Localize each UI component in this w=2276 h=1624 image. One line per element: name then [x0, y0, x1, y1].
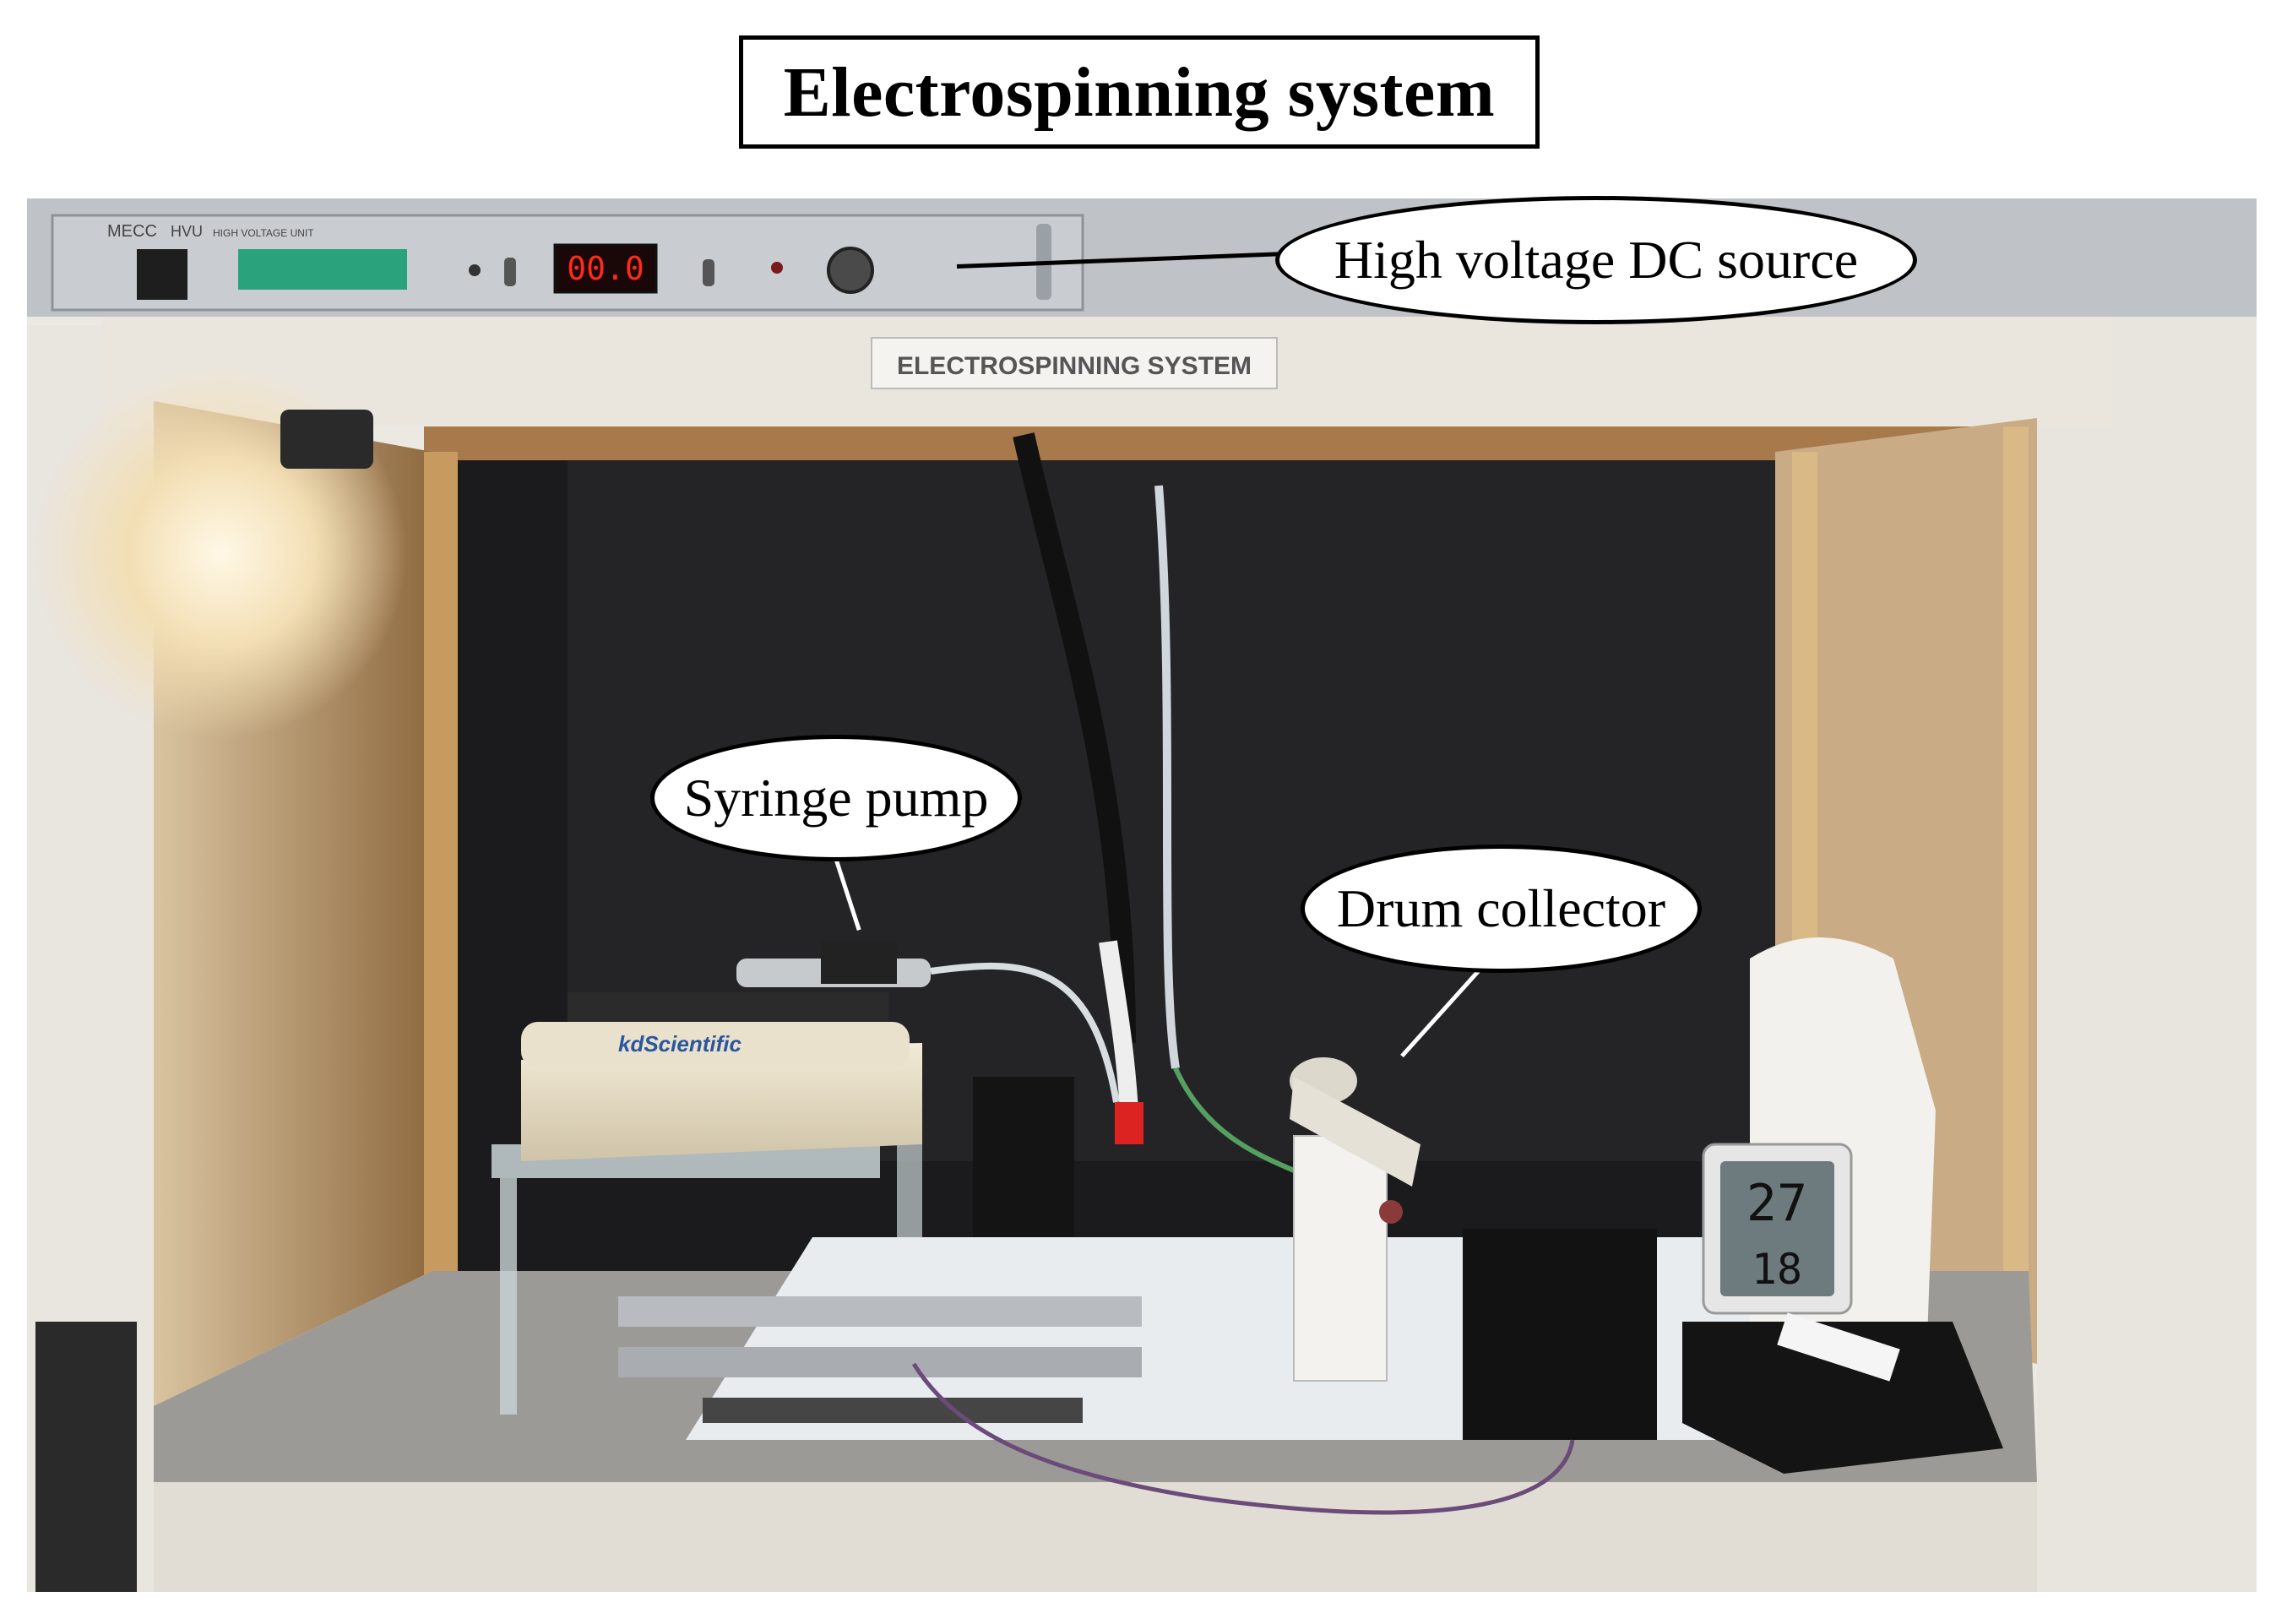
hv-display-value: 00.0 — [567, 250, 644, 287]
pump-brand: kdScientific — [618, 1031, 741, 1056]
drum-collector-label: Drum collector — [1336, 878, 1666, 938]
hv-source-callout: High voltage DC source — [1275, 196, 1917, 324]
syringe-pump-label: Syringe pump — [683, 768, 989, 828]
needle-clip — [1115, 1102, 1143, 1144]
thermo-hygrometer: 27 18 — [1682, 1143, 2003, 1474]
thermo-temp: 27 — [1746, 1174, 1807, 1233]
hv-model-text: HVU — [171, 223, 203, 240]
cabinet-sign: ELECTROSPINNING SYSTEM — [897, 352, 1252, 380]
power-switch — [137, 249, 187, 300]
hv-display — [553, 243, 658, 294]
hv-knob — [827, 247, 874, 294]
lab-equipment-left — [35, 1322, 137, 1592]
syringe-pump: kdScientific — [492, 942, 1120, 1415]
drum-collector — [911, 1057, 1657, 1515]
hv-unit-text: HIGH VOLTAGE UNIT — [213, 227, 314, 239]
syringe-pump-callout: Syringe pump — [650, 735, 1022, 861]
photograph: MECC HVU HIGH VOLTAGE UNIT 00.0 ELECTROS… — [27, 198, 2257, 1592]
hv-toggle — [504, 258, 516, 286]
thermo-humid: 18 — [1752, 1245, 1802, 1294]
hv-brand-text: MECC — [107, 222, 157, 241]
drum-collector-callout: Drum collector — [1301, 845, 1702, 973]
drum-motor — [1463, 1229, 1657, 1440]
hv-source-unit: MECC HVU HIGH VOLTAGE UNIT 00.0 — [51, 214, 1084, 312]
hv-label-plate — [238, 249, 407, 290]
figure-title: Electrospinning system — [783, 52, 1496, 132]
hv-source-label: High voltage DC source — [1334, 230, 1859, 290]
title-box: Electrospinning system — [739, 35, 1540, 149]
photo-illustration: MECC HVU HIGH VOLTAGE UNIT 00.0 ELECTROS… — [27, 198, 2257, 1592]
